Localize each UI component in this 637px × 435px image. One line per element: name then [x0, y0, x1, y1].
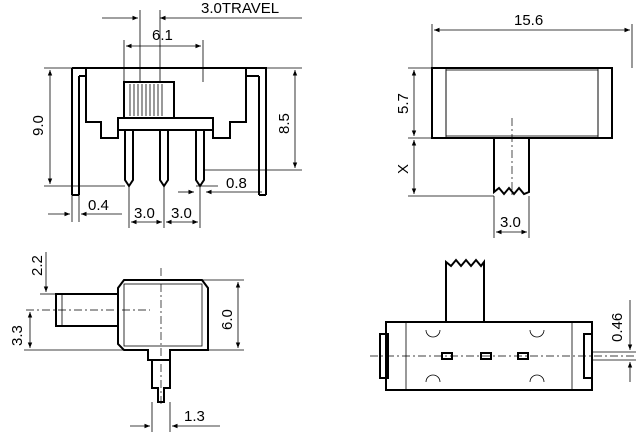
- dim-2-2: 2.2: [29, 252, 56, 295]
- dim-0-46-label: 0.46: [609, 313, 626, 342]
- front-right-bracket: [246, 67, 267, 196]
- dim-actuator-width: 3.0: [493, 196, 530, 238]
- dim-0-8-label: 0.8: [226, 175, 247, 192]
- front-base-plate: [117, 117, 214, 131]
- front-body-outline: [85, 67, 247, 139]
- dim-pitch-left-label: 3.0: [134, 205, 155, 222]
- dim-6-0: 6.0: [202, 279, 244, 351]
- side-view: 2.2 3.3 6.0 1.3: [9, 252, 244, 432]
- dim-9-0: 9.0: [30, 67, 125, 187]
- front-pin-middle: [159, 130, 169, 188]
- side-body-outline: [117, 279, 209, 361]
- dim-actuator-width-label: 3.0: [500, 214, 521, 231]
- dim-travel-label: 3.0TRAVEL: [201, 0, 279, 17]
- dim-pitch: 3.0 3.0: [128, 186, 201, 228]
- dim-0-8: 0.8: [178, 175, 262, 195]
- dim-1-3: 1.3: [130, 402, 220, 432]
- dim-6-1-label: 6.1: [152, 27, 173, 44]
- dim-x: X: [395, 140, 494, 197]
- dim-5-7: 5.7: [395, 67, 432, 139]
- front-left-bracket: [71, 67, 86, 196]
- dim-0-46: 0.46: [592, 300, 636, 382]
- dim-9-0-label: 9.0: [30, 115, 47, 136]
- dim-15-6-label: 15.6: [514, 12, 543, 29]
- bottom-actuator: [445, 258, 485, 322]
- dim-3-3-label: 3.3: [9, 325, 26, 346]
- dim-6-0-label: 6.0: [219, 309, 236, 330]
- dim-2-2-label: 2.2: [29, 255, 46, 276]
- front-actuator-grip: [129, 84, 163, 116]
- dim-8-5-label: 8.5: [276, 113, 293, 134]
- dim-x-label: X: [395, 164, 412, 174]
- dim-0-4-label: 0.4: [88, 197, 109, 214]
- front-pin-left: [124, 130, 134, 188]
- front-actuator: [123, 81, 175, 119]
- top-view: 15.6 5.7 X 3.0: [395, 12, 633, 238]
- dim-travel: 3.0TRAVEL: [102, 0, 302, 82]
- dim-0-4: 0.4: [48, 195, 122, 222]
- dim-8-5: 8.5: [204, 67, 302, 171]
- dim-1-3-label: 1.3: [184, 408, 205, 425]
- dim-6-1: 6.1: [123, 27, 204, 82]
- dim-3-3: 3.3: [9, 312, 124, 351]
- bottom-pad-2: [480, 352, 492, 360]
- dim-15-6: 15.6: [431, 12, 633, 68]
- top-body-outline: [431, 67, 613, 139]
- bottom-view: 0.46: [370, 258, 636, 391]
- dim-pitch-right-label: 3.0: [171, 205, 192, 222]
- front-view: 3.0TRAVEL 6.1 9.0 8.5: [30, 0, 302, 228]
- top-actuator: [493, 138, 530, 196]
- front-pin-right: [195, 130, 205, 188]
- dim-5-7-label: 5.7: [395, 93, 412, 114]
